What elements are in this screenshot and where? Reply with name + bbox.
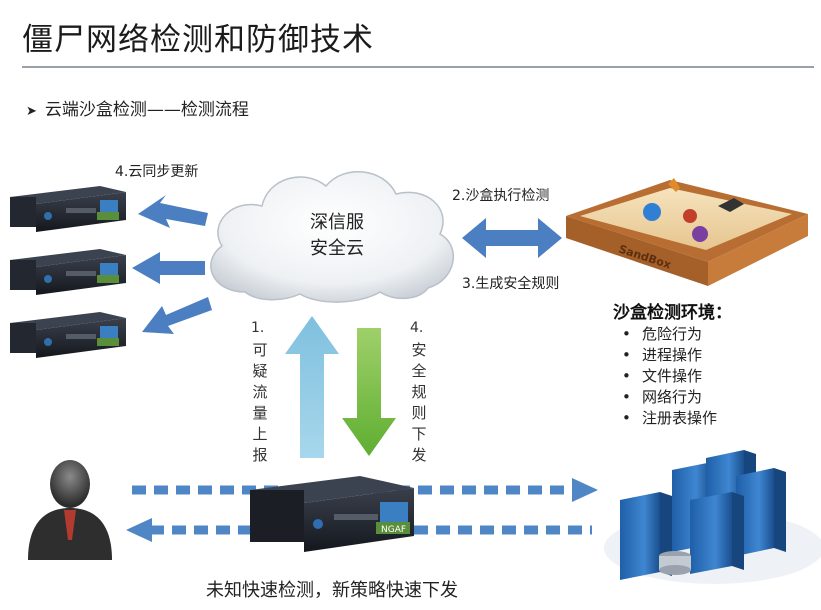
list-item: • 进程操作 xyxy=(622,345,717,366)
sandbox-icon: SandBox xyxy=(566,178,808,286)
label-gen-rules: 3.生成安全规则 xyxy=(462,276,560,292)
bullet-dot: • xyxy=(622,388,631,406)
list-item: • 文件操作 xyxy=(622,366,717,387)
sync-arrow-bottom xyxy=(142,297,212,334)
central-gateway-device: NGAF xyxy=(250,476,414,552)
env-item-label: 危险行为 xyxy=(642,325,703,343)
sync-arrow-top xyxy=(138,195,208,228)
env-item-label: 进程操作 xyxy=(642,346,703,364)
label-cloud-sync: 4.云同步更新 xyxy=(115,164,199,180)
label-upload-text: 可疑流量上报 xyxy=(252,341,268,464)
title-divider xyxy=(22,66,814,68)
sync-arrow-middle xyxy=(132,252,205,284)
gateway-device-2 xyxy=(10,249,126,295)
malware-worm-icon xyxy=(668,178,680,192)
malware-virus-icon xyxy=(692,226,708,242)
cloud-label: 深信服 安全云 xyxy=(277,210,397,262)
label-rules-text: 安全规则下发 xyxy=(411,341,427,464)
server-cluster-icon xyxy=(604,450,821,584)
env-item-label: 注册表操作 xyxy=(642,409,718,427)
malware-ball-icon xyxy=(683,209,697,223)
cloud-label-line1: 深信服 xyxy=(310,212,364,233)
env-item-label: 网络行为 xyxy=(642,388,703,406)
ngaf-badge-label: NGAF xyxy=(381,525,406,535)
list-item: • 注册表操作 xyxy=(622,408,717,429)
bullet-arrow-icon: ➤ xyxy=(26,104,37,119)
bullet-dot: • xyxy=(622,367,631,385)
gateway-device-1 xyxy=(10,186,126,232)
list-item: • 危险行为 xyxy=(622,324,717,345)
sandbox-env-list: • 危险行为 • 进程操作 • 文件操作 • 网络行为 • 注册表操作 xyxy=(622,324,717,429)
bullet-dot: • xyxy=(622,346,631,364)
upload-arrow xyxy=(285,316,339,458)
env-item-label: 文件操作 xyxy=(642,367,703,385)
sandbox-env-title: 沙盒检测环境： xyxy=(613,303,732,323)
bullet-line: ➤ 云端沙盒检测——检测流程 xyxy=(26,95,249,120)
user-avatar-icon xyxy=(28,460,112,560)
security-cloud-icon xyxy=(210,171,455,303)
bottom-caption: 未知快速检测，新策略快速下发 xyxy=(206,580,458,601)
bullet-dot: • xyxy=(622,325,631,343)
cloud-sync-arrows xyxy=(132,195,212,334)
label-rules-step: 4. xyxy=(410,320,424,336)
bullet-dot: • xyxy=(622,409,631,427)
bullet-text: 云端沙盒检测——检测流程 xyxy=(44,100,249,120)
gateway-device-3 xyxy=(10,312,126,358)
malware-shark-icon xyxy=(718,198,744,212)
label-sandbox-exec: 2.沙盒执行检测 xyxy=(452,188,550,204)
malware-bug-icon xyxy=(643,203,661,221)
slide-title: 僵尸网络检测和防御技术 xyxy=(22,22,374,58)
rules-download-arrow xyxy=(342,328,396,456)
label-upload-step: 1. xyxy=(251,320,265,336)
cloud-sandbox-double-arrow xyxy=(462,218,562,258)
list-item: • 网络行为 xyxy=(622,387,717,408)
cloud-label-line2: 安全云 xyxy=(310,238,364,259)
